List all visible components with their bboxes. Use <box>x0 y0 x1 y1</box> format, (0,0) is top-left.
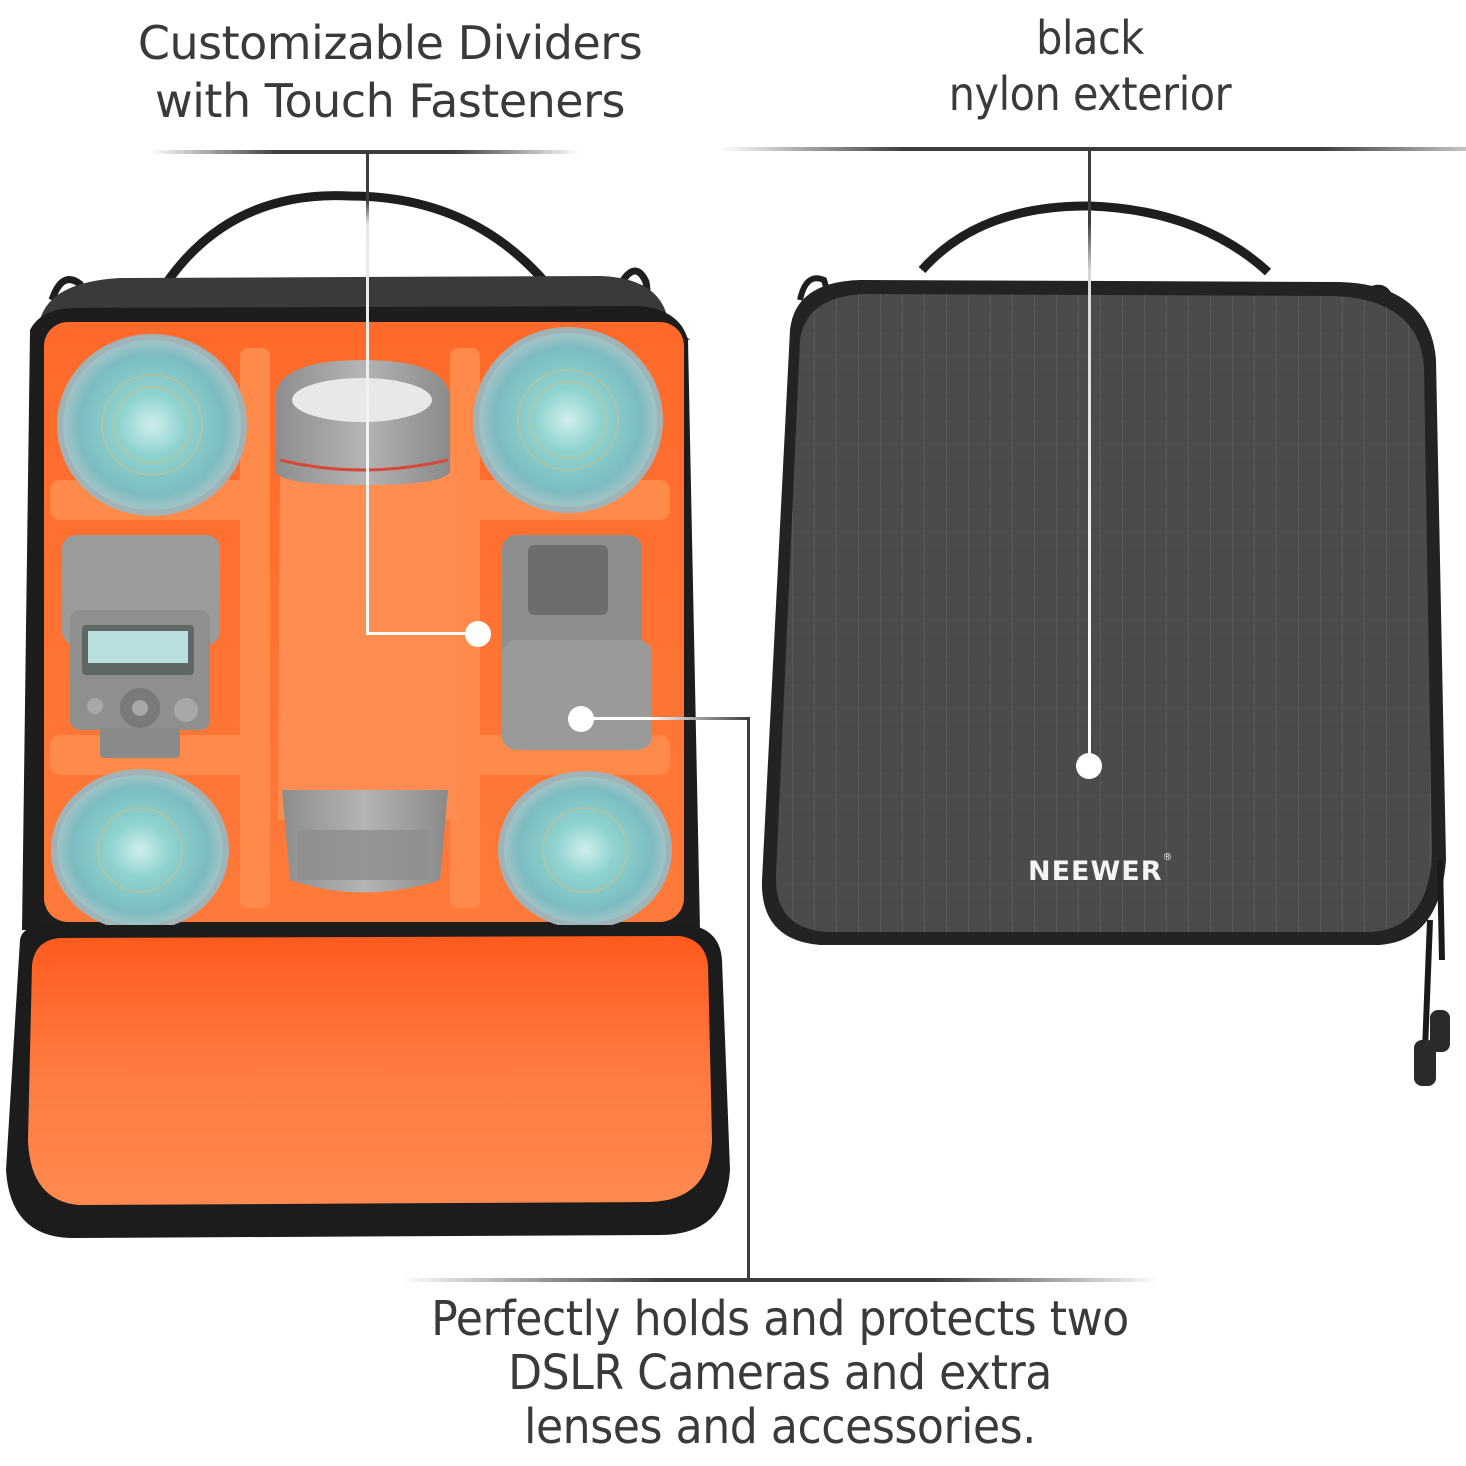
open-bag-image <box>0 190 760 1250</box>
brand-logo: NEEWER® <box>1028 852 1174 887</box>
capacity-caption-line1: Perfectly holds and protects two <box>431 1291 1129 1347</box>
capacity-caption-line2: DSLR Cameras and extra <box>508 1345 1052 1401</box>
exterior-caption-rule <box>720 147 1466 151</box>
open-bag-illustration <box>6 191 730 1238</box>
closed-bag-image <box>750 190 1466 1110</box>
exterior-caption: black nylon exterior <box>919 10 1261 122</box>
dividers-callout-line-horizontal <box>366 632 470 635</box>
dividers-callout-dot <box>465 621 491 647</box>
dividers-caption-rule <box>150 150 580 154</box>
exterior-caption-line2: nylon exterior <box>948 67 1232 121</box>
capacity-callout-line-horizontal <box>582 717 750 720</box>
dividers-caption-line1: Customizable Dividers <box>137 16 643 70</box>
capacity-callout-line-vertical <box>747 717 750 1280</box>
registered-mark: ® <box>1162 852 1174 863</box>
capacity-caption-rule <box>400 1278 1160 1282</box>
dividers-callout-line-vertical <box>366 152 369 634</box>
exterior-callout-line <box>1088 149 1091 759</box>
closed-bag-illustration <box>761 201 1450 1086</box>
exterior-caption-line1: black <box>1036 11 1144 65</box>
dividers-caption: Customizable Dividers with Touch Fastene… <box>120 14 660 130</box>
capacity-caption: Perfectly holds and protects two DSLR Ca… <box>421 1292 1139 1454</box>
dividers-caption-line2: with Touch Fasteners <box>155 74 625 128</box>
brand-logo-text: NEEWER <box>1028 856 1163 887</box>
exterior-callout-dot <box>1076 753 1102 779</box>
capacity-caption-line3: lenses and accessories. <box>524 1399 1036 1455</box>
